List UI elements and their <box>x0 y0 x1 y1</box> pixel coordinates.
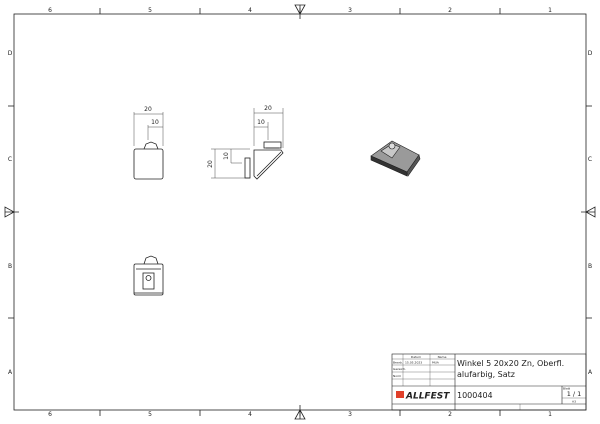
logo-text: ALLFEST <box>405 392 450 402</box>
row-label: C <box>588 156 592 163</box>
row-label: A <box>588 369 593 376</box>
dimension-front-width: 20 <box>144 106 152 113</box>
column-label: 4 <box>248 411 252 418</box>
drawing-frame <box>4 4 596 420</box>
title-block-name-header: Name <box>438 355 447 359</box>
dimension-side-width: 20 <box>264 105 272 112</box>
column-label: 6 <box>48 411 52 418</box>
row-label: B <box>8 263 12 270</box>
sheet-label: Blatt <box>563 387 571 391</box>
dimension-side-half: 10 <box>257 119 265 126</box>
column-label: 3 <box>348 7 352 14</box>
title-block-row-label: Norm <box>393 374 401 378</box>
title-block-date-header: Datum <box>411 355 421 359</box>
isometric-view <box>370 140 421 177</box>
column-label: 2 <box>448 411 452 418</box>
column-label: 3 <box>348 411 352 418</box>
column-label: 5 <box>148 7 152 14</box>
column-label: 5 <box>148 411 152 418</box>
column-label: 1 <box>548 411 552 418</box>
dimension-front-half: 10 <box>151 119 159 126</box>
column-label: 2 <box>448 7 452 14</box>
title-block-row-label: Bearb. <box>393 361 403 365</box>
sheet-number: 1 / 1 <box>567 390 582 398</box>
column-label: 6 <box>48 7 52 14</box>
title-block-date: 15.05.2023 <box>405 361 422 365</box>
column-label: 4 <box>248 7 252 14</box>
drawing-title-line2: alufarbig, Satz <box>457 370 515 379</box>
column-label: 1 <box>548 7 552 14</box>
sheet-format: A3 <box>572 400 576 404</box>
row-label: C <box>8 156 12 163</box>
title-block <box>391 353 587 411</box>
allfest-logo: ALLFEST <box>396 391 450 402</box>
bottom-view <box>133 255 164 296</box>
row-label: D <box>588 50 593 57</box>
logo-mark-icon <box>396 391 404 398</box>
row-label: D <box>8 50 13 57</box>
title-block-row-label: Gezeich. <box>393 367 406 371</box>
title-block-name: MUA <box>432 361 440 365</box>
drawing-title-line1: Winkel 5 20x20 Zn, Oberfl. <box>457 359 564 368</box>
row-label: B <box>588 263 592 270</box>
zone-labels: 6 5 4 3 2 1 6 5 4 3 2 1 D C B A D C B A <box>8 7 593 418</box>
front-view <box>133 112 164 180</box>
side-view <box>211 108 284 180</box>
part-number: 1000404 <box>457 391 493 400</box>
row-label: A <box>8 369 13 376</box>
dimension-side-height-half: 10 <box>223 152 230 160</box>
dimension-side-height: 20 <box>207 160 214 168</box>
